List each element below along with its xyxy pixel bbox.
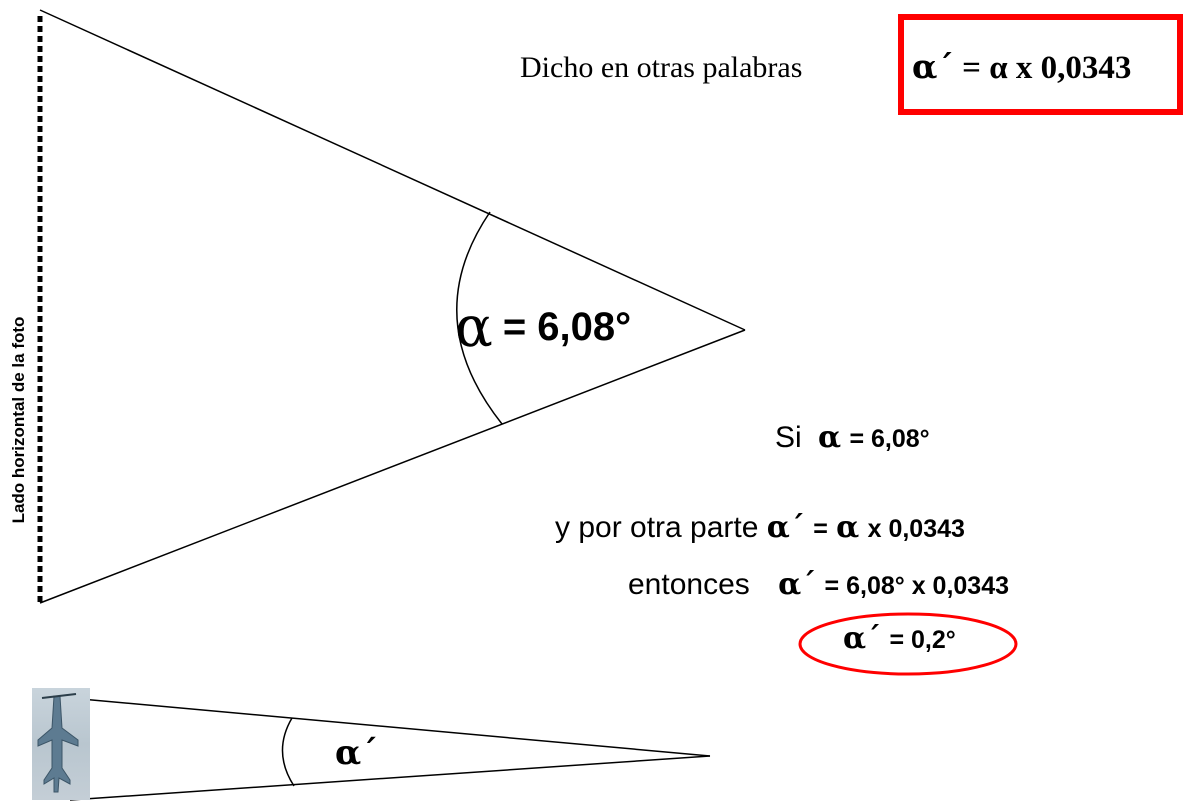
- calc-line-si-alpha: α: [818, 420, 842, 455]
- big-triangle-lower-side: [39, 329, 746, 604]
- airplane-icon: [37, 693, 79, 793]
- small-triangle-lower-side: [69, 755, 711, 801]
- small-angle-arc: [281, 717, 295, 787]
- calc-line-entonces-alpha-prime: α´: [778, 567, 817, 602]
- calc-line-si-prefix: Si: [775, 421, 802, 454]
- big-angle-arc: [456, 211, 503, 425]
- formula-highlight-box: [898, 14, 1179, 115]
- calc-line-entonces-value: = 6,08° x 0,0343: [824, 572, 1010, 600]
- big-triangle-upper-side: [39, 9, 746, 331]
- result-highlight-ellipse: [798, 612, 1018, 676]
- calc-result-value: = 0,2°: [889, 626, 956, 654]
- big-angle-label: α = 6,08°: [455, 300, 631, 356]
- photo-side-label: Lado horizontal de la foto: [9, 316, 28, 524]
- small-alpha-prime-label: α´: [335, 733, 379, 773]
- formula-highlight-box-edge: [1177, 14, 1183, 115]
- calc-line-otra-parte-alpha-prime: α´: [766, 510, 805, 545]
- airplane-photo-thumbnail: [32, 688, 90, 800]
- calc-line-entonces-prefix: entonces: [628, 568, 750, 601]
- calc-result-alpha-prime: α´: [843, 621, 882, 656]
- big-alpha-value: = 6,08°: [502, 305, 632, 349]
- calc-result: α´ = 0,2°: [843, 624, 956, 654]
- formula: α´ = α x 0,0343: [912, 50, 1131, 85]
- formula-text: = α x 0,0343: [962, 50, 1132, 86]
- calc-line-otra-parte-prefix: y por otra parte: [555, 511, 759, 544]
- small-triangle-upper-side: [69, 697, 711, 757]
- calc-line-otra-parte: y por otra parte α´ = α x 0,0343: [555, 513, 965, 543]
- calc-line-otra-parte-value: x 0,0343: [867, 515, 965, 543]
- calc-line-si: Si α = 6,08°: [775, 423, 930, 453]
- calc-line-si-value: = 6,08°: [849, 425, 930, 453]
- calc-line-entonces: entonces α´ = 6,08° x 0,0343: [628, 570, 1009, 600]
- formula-alpha-prime-symbol: α´: [912, 47, 954, 86]
- formula-intro-text: Dicho en otras palabras: [520, 51, 803, 84]
- calc-line-otra-parte-equals: =: [813, 515, 828, 543]
- calc-line-otra-parte-alpha: α: [836, 510, 860, 545]
- big-alpha-symbol: α: [455, 295, 493, 360]
